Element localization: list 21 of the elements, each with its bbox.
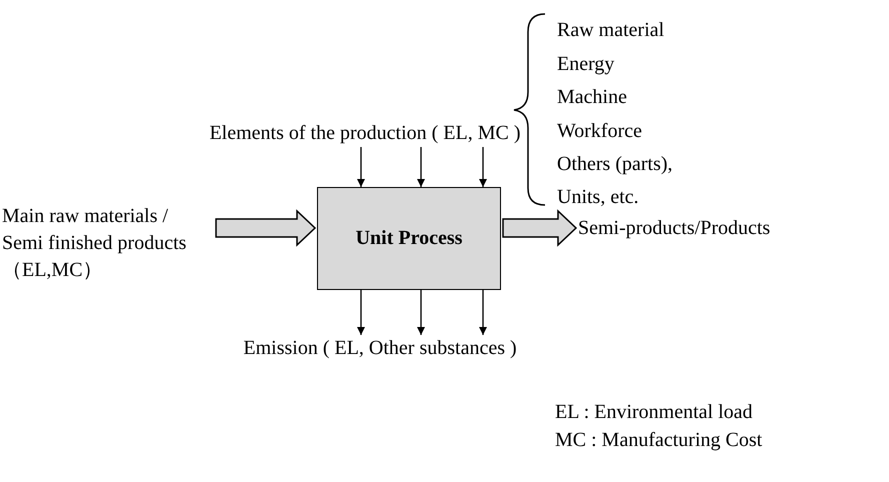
input-label: Main raw materials / Semi finished products （EL,MC）: [2, 203, 214, 284]
arrow: [357, 147, 365, 187]
list-item: Others (parts),: [557, 152, 673, 177]
arrow: [357, 290, 365, 335]
list-item: Energy: [557, 52, 614, 77]
list-item: Workforce: [557, 119, 642, 144]
input-label: Elements of the production ( EL, MC ): [200, 120, 530, 147]
output-label: Semi-products/Products: [578, 215, 838, 242]
list-item: Units, etc.: [557, 185, 639, 210]
arrow: [479, 290, 487, 335]
block-arrow: [502, 209, 578, 247]
emission-label: Emission ( EL, Other substances ): [230, 335, 530, 362]
arrow: [417, 147, 425, 187]
process-box: Unit Process: [317, 187, 501, 290]
arrow: [479, 147, 487, 187]
note-text: EL : Environmental load: [555, 400, 753, 425]
block-arrow: [215, 209, 316, 247]
list-item: Machine: [557, 85, 627, 110]
arrow: [417, 290, 425, 335]
list-item: Raw material: [557, 18, 664, 43]
note-text: MC : Manufacturing Cost: [555, 428, 762, 453]
